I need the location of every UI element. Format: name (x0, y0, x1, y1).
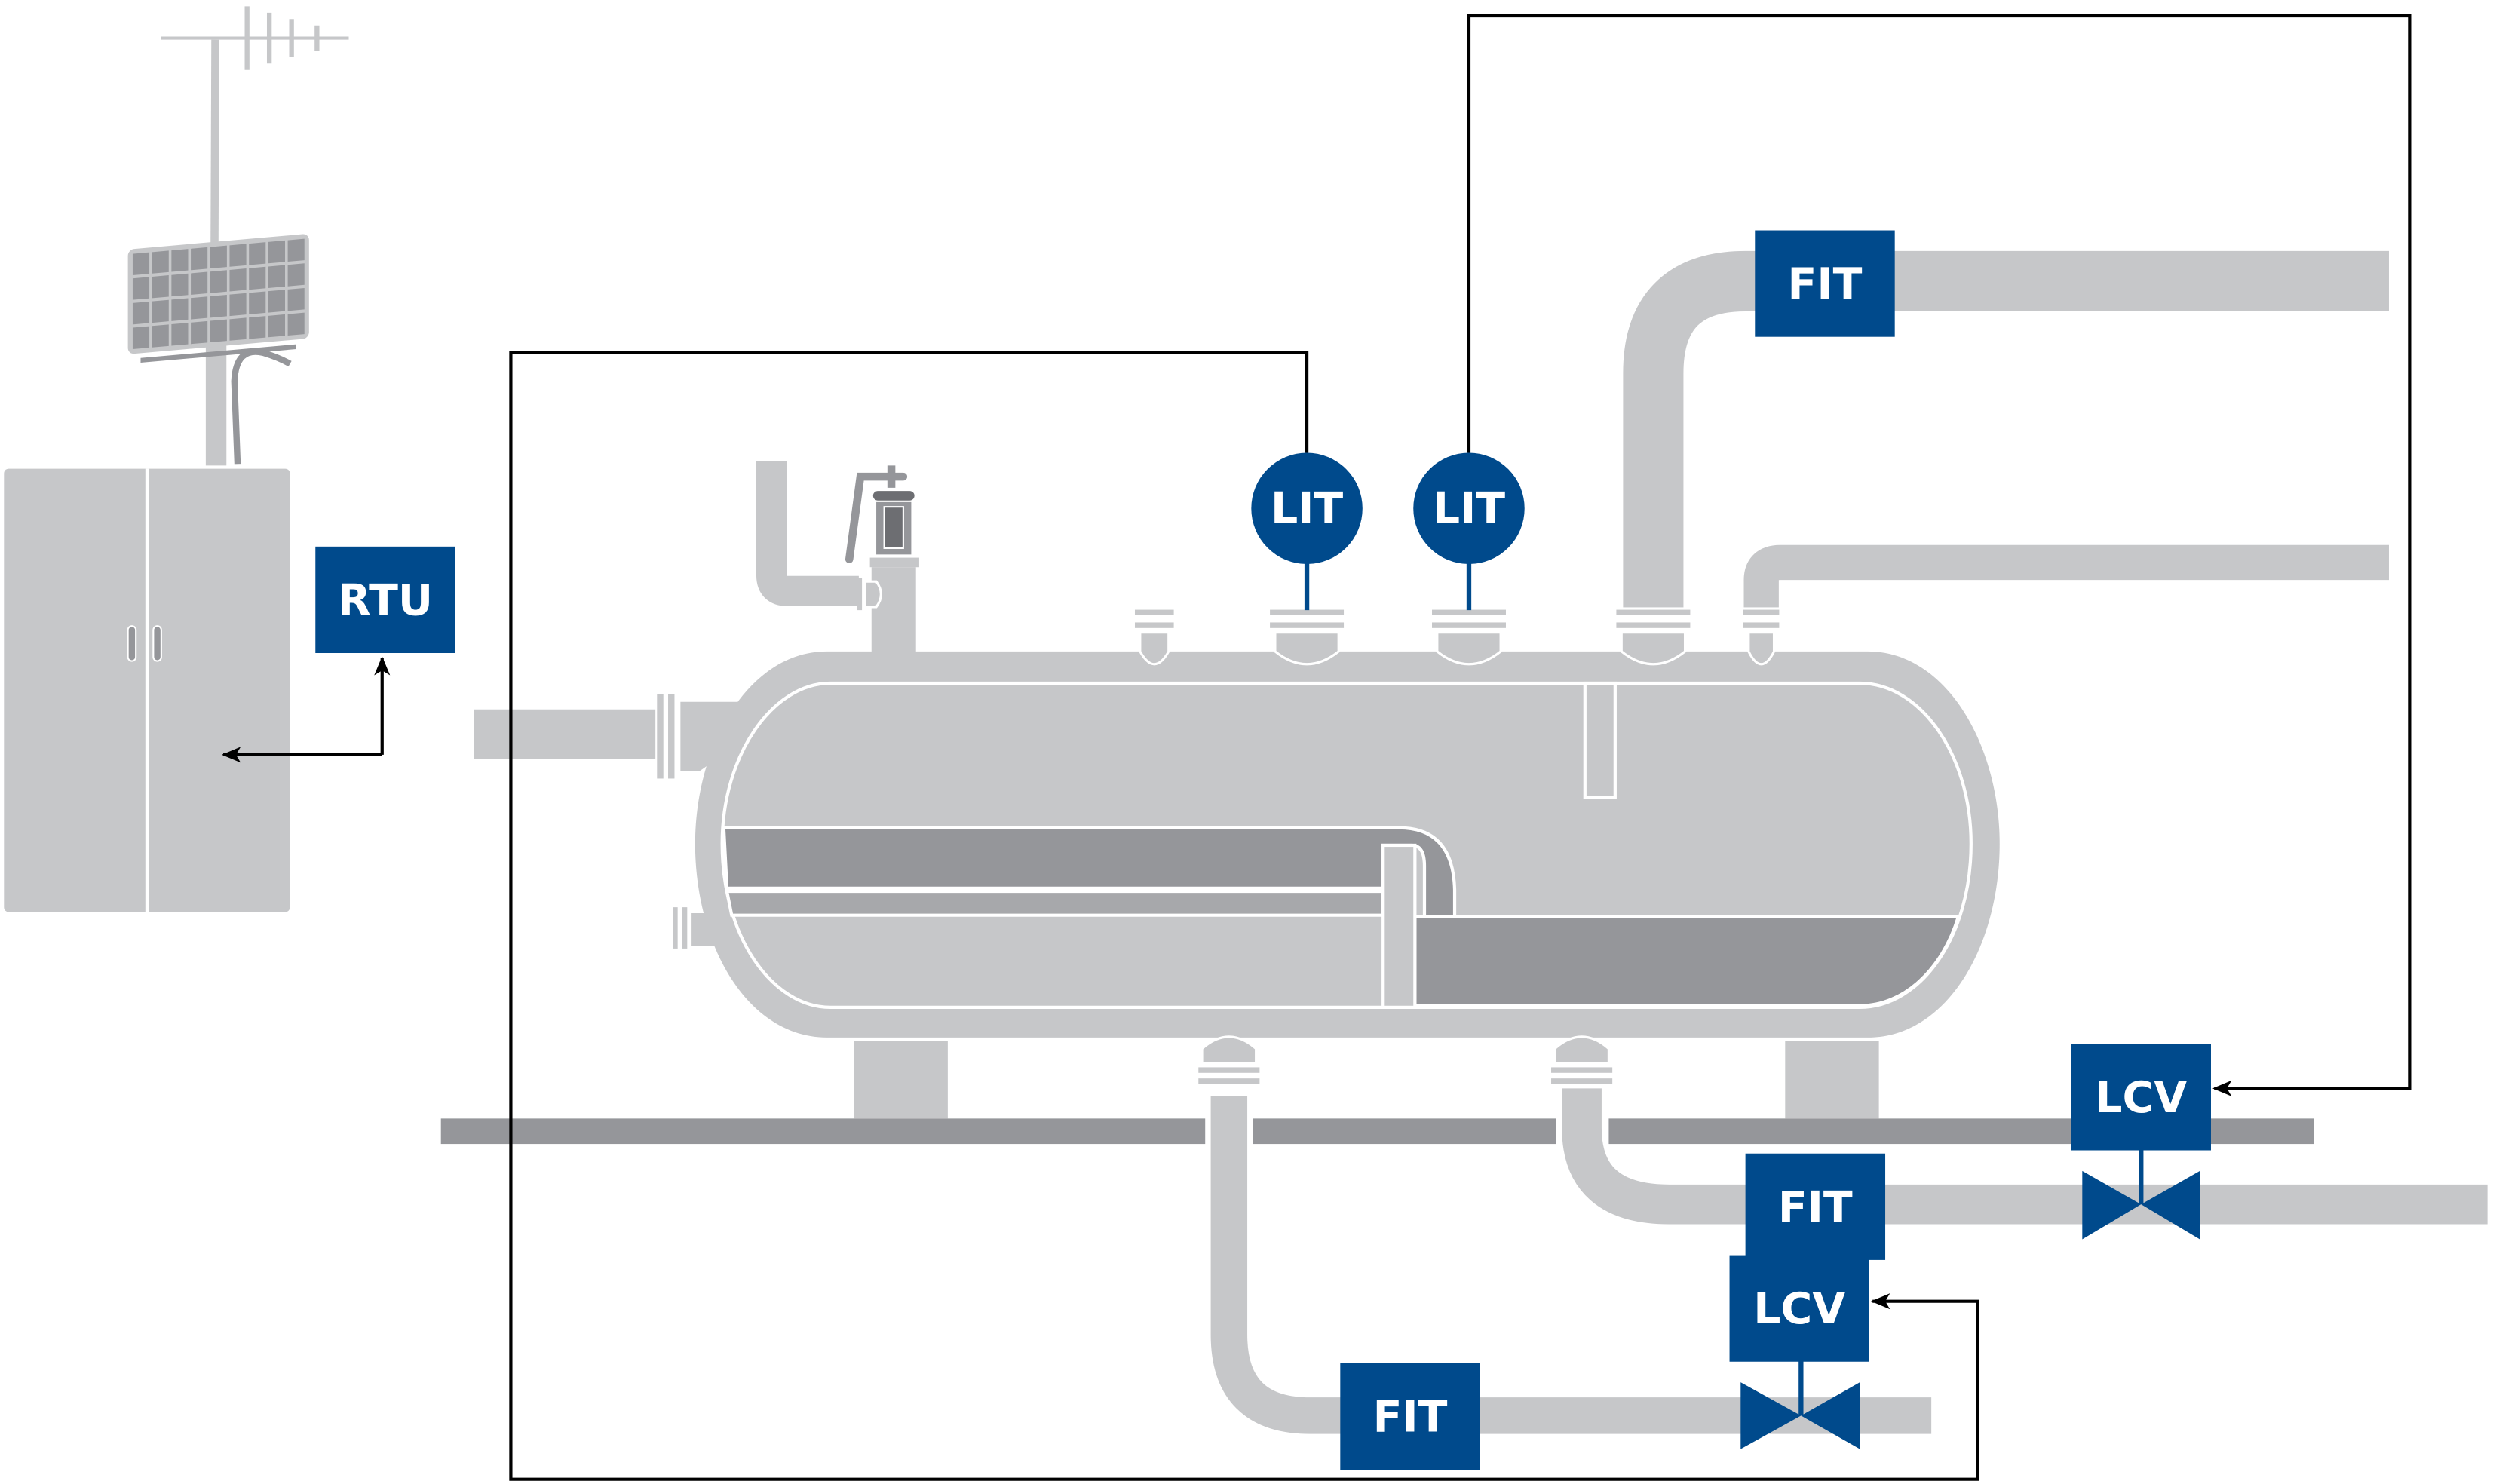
solar-cell (152, 299, 169, 323)
relief-valve (845, 465, 919, 611)
lit-1[interactable]: LIT (1251, 452, 1363, 565)
solar-cell (287, 287, 305, 311)
solar-panel (127, 234, 309, 363)
signal-lit1-to-lcv-oil (509, 351, 1979, 1481)
solar-cell (268, 314, 286, 338)
bottom-nozzle (1201, 1035, 1258, 1065)
lit-2[interactable]: LIT (1413, 452, 1525, 565)
signal-lit2-to-lcv-water (1467, 14, 2412, 1096)
solar-cell (229, 268, 247, 292)
water-layer (1413, 915, 1961, 1007)
tank-support (1785, 1041, 1879, 1119)
solar-cell (229, 317, 247, 341)
nozzle-flange (1196, 1076, 1262, 1087)
solar-cell (287, 312, 305, 336)
nozzle-flange (1196, 1065, 1262, 1075)
nozzle-flange (1548, 1076, 1615, 1087)
bottom-nozzle (1553, 1035, 1610, 1065)
door-handle[interactable] (127, 625, 137, 662)
solar-cell (229, 244, 247, 267)
pole (205, 342, 227, 466)
solar-cell (171, 249, 189, 272)
piping (474, 250, 2488, 1434)
solar-cell (152, 324, 169, 348)
solar-cell (191, 247, 208, 271)
tank-support (854, 1041, 948, 1119)
nozzle-flange (1614, 607, 1693, 618)
nozzle-flange (1740, 607, 1782, 618)
nozzle (1139, 631, 1170, 666)
solar-cell (249, 291, 266, 314)
emulsion-layer (725, 889, 1385, 917)
solar-cell (171, 323, 189, 346)
nozzle-flange (1614, 620, 1693, 630)
fit-oil-label: FIT (1373, 1393, 1448, 1443)
nozzle (1747, 631, 1776, 666)
solar-cell (132, 301, 150, 325)
nozzle (1274, 631, 1340, 666)
solar-cell (171, 298, 189, 321)
solar-cell (152, 250, 169, 274)
separator-vessel (695, 651, 2000, 1038)
lcv-water[interactable]: LCV (2071, 1044, 2211, 1151)
solar-cell (132, 326, 150, 350)
solar-cell (210, 319, 227, 343)
solar-cell (287, 263, 305, 287)
lcv-oil-label: LCV (1753, 1284, 1845, 1334)
nozzle-flange (1429, 620, 1509, 630)
solar-cell (268, 240, 286, 264)
antenna (161, 6, 349, 465)
solar-cell (268, 265, 286, 288)
solar-cell (268, 290, 286, 313)
nozzle-flange (1267, 620, 1347, 630)
cable (231, 348, 292, 465)
rtu-box[interactable]: RTU (315, 546, 455, 654)
solar-cell (171, 273, 189, 297)
nozzle (1436, 631, 1502, 666)
fit-oil[interactable]: FIT (1340, 1363, 1480, 1470)
solar-cell (191, 296, 208, 320)
solar-cell (191, 320, 208, 345)
solar-cell (249, 266, 266, 290)
solar-cell (249, 316, 266, 339)
solar-cell (210, 245, 227, 269)
nozzle-flange (1132, 607, 1176, 618)
solar-cell (210, 270, 227, 293)
fit-water-label: FIT (1778, 1182, 1853, 1232)
nozzle-flange (1548, 1065, 1615, 1075)
solar-cell (229, 293, 247, 317)
lcv-water-label: LCV (2095, 1073, 2187, 1123)
nozzle-flange (1740, 620, 1782, 630)
lit-2-label: LIT (1433, 483, 1505, 533)
solar-cell (287, 238, 305, 262)
fit-gas[interactable]: FIT (1755, 230, 1895, 337)
oil-control-valve[interactable] (1740, 1358, 1860, 1449)
solar-cell (210, 294, 227, 318)
nozzles (1132, 607, 1782, 1087)
fit-gas-label: FIT (1788, 259, 1863, 309)
door-handle[interactable] (152, 625, 162, 662)
water-control-valve[interactable] (2082, 1147, 2200, 1240)
lcv-oil[interactable]: LCV (1729, 1255, 1869, 1362)
nozzle-flange (1132, 620, 1176, 630)
rtu-cabinet (4, 468, 290, 912)
solar-cell (132, 252, 150, 276)
signal-lines (221, 14, 2412, 1481)
solar-cell (132, 277, 150, 300)
solar-cell (191, 271, 208, 295)
nozzle (1620, 631, 1687, 666)
rtu-label: RTU (338, 575, 433, 625)
fit-water[interactable]: FIT (1745, 1153, 1886, 1260)
weir-plate (1381, 843, 1417, 1009)
lit-1-label: LIT (1271, 483, 1343, 533)
inlet-diverter (1583, 681, 1617, 799)
ground-line (440, 1118, 2314, 1145)
solar-cell (249, 242, 266, 265)
solar-cell (152, 275, 169, 299)
